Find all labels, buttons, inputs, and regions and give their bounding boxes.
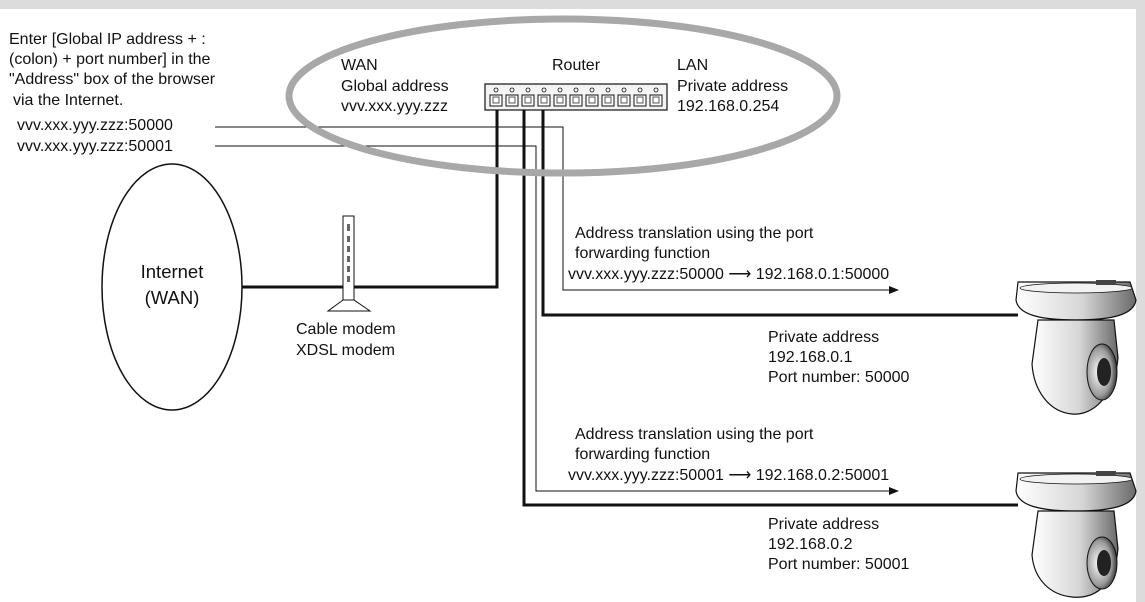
router-port xyxy=(649,94,663,107)
router-port xyxy=(537,94,551,107)
wan-address: vvv.xxx.yyy.zzz xyxy=(341,98,448,115)
camera-1-label: Private address xyxy=(768,329,879,346)
router-port-socket xyxy=(492,96,500,104)
router-led xyxy=(493,87,499,93)
router-led xyxy=(653,87,659,93)
wan-title: WAN xyxy=(341,57,378,74)
instruction-text: Enter [Global IP address + : (colon) + p… xyxy=(9,31,216,109)
frame-top-bar xyxy=(0,0,1145,9)
router-led xyxy=(525,87,531,93)
wan-label: Global address xyxy=(341,78,449,95)
router-port xyxy=(553,94,567,107)
router-port xyxy=(601,94,615,107)
router-port-socket xyxy=(524,96,532,104)
router-port xyxy=(505,94,519,107)
internet-label: Internet xyxy=(141,261,204,282)
router-port-socket xyxy=(620,96,628,104)
forward-path-2 xyxy=(215,145,899,495)
modem-label: Cable modem xyxy=(296,321,396,338)
router-port-socket xyxy=(540,96,548,104)
camera-2-icon xyxy=(1015,471,1137,598)
camera-1-cable xyxy=(541,110,1018,317)
forward-1-desc: Address translation using the port xyxy=(575,225,814,242)
router-port-socket xyxy=(572,96,580,104)
browser-url-2: vvv.xxx.yyy.zzz:50001 xyxy=(17,138,173,155)
browser-url-1: vvv.xxx.yyy.zzz:50000 xyxy=(17,117,173,134)
camera-2-cable xyxy=(522,110,1018,507)
router-led xyxy=(541,87,547,93)
instruction-line: (colon) + port number] in the xyxy=(9,51,211,68)
router-port-socket xyxy=(604,96,612,104)
instruction-line: "Address" box of the browser xyxy=(9,71,216,88)
wan-cable xyxy=(240,110,499,289)
instruction-line: via the Internet. xyxy=(13,92,123,109)
camera-1-ip: 192.168.0.1 xyxy=(768,349,853,366)
router-highlight xyxy=(285,15,841,177)
camera-2-ip: 192.168.0.2 xyxy=(768,536,853,553)
forward-1-mapping: vvv.xxx.yyy.zzz:50000 ⟶ 192.168.0.1:5000… xyxy=(568,266,889,283)
forward-2-mapping: vvv.xxx.yyy.zzz:50001 ⟶ 192.168.0.2:5000… xyxy=(568,467,889,484)
modem-type-label: XDSL modem xyxy=(296,342,395,359)
router-port-socket xyxy=(652,96,660,104)
lan-label: Private address xyxy=(677,78,788,95)
router-led xyxy=(573,87,579,93)
router-led xyxy=(637,87,643,93)
instruction-line: Enter [Global IP address + : xyxy=(9,31,206,48)
router-port xyxy=(521,94,535,107)
router-led xyxy=(621,87,627,93)
router-icon xyxy=(484,83,668,111)
router-led xyxy=(605,87,611,93)
router-port xyxy=(489,94,503,107)
forward-2-desc: forwarding function xyxy=(575,446,710,463)
internet-ellipse xyxy=(101,163,243,411)
lan-title: LAN xyxy=(677,57,708,74)
camera-2-port: Port number: 50001 xyxy=(768,556,910,573)
router-port xyxy=(633,94,647,107)
forward-path-1 xyxy=(215,126,899,294)
router-led xyxy=(557,87,563,93)
router-port xyxy=(585,94,599,107)
camera-1-port: Port number: 50000 xyxy=(768,369,910,386)
router-led xyxy=(509,87,515,93)
router-port-socket xyxy=(588,96,596,104)
camera-1-icon xyxy=(1015,280,1137,415)
router-port-socket xyxy=(636,96,644,104)
modem-icon xyxy=(326,215,372,312)
router-port xyxy=(617,94,631,107)
frame-right-bar xyxy=(1136,0,1145,602)
camera-2-label: Private address xyxy=(768,516,879,533)
router-led xyxy=(589,87,595,93)
internet-wan-label: (WAN) xyxy=(145,287,200,308)
forward-1-desc: forwarding function xyxy=(575,245,710,262)
forward-2-desc: Address translation using the port xyxy=(575,426,814,443)
router-port xyxy=(569,94,583,107)
router-port-socket xyxy=(556,96,564,104)
router-title: Router xyxy=(552,57,601,74)
router-port-socket xyxy=(508,96,516,104)
lan-address: 192.168.0.254 xyxy=(677,98,779,115)
